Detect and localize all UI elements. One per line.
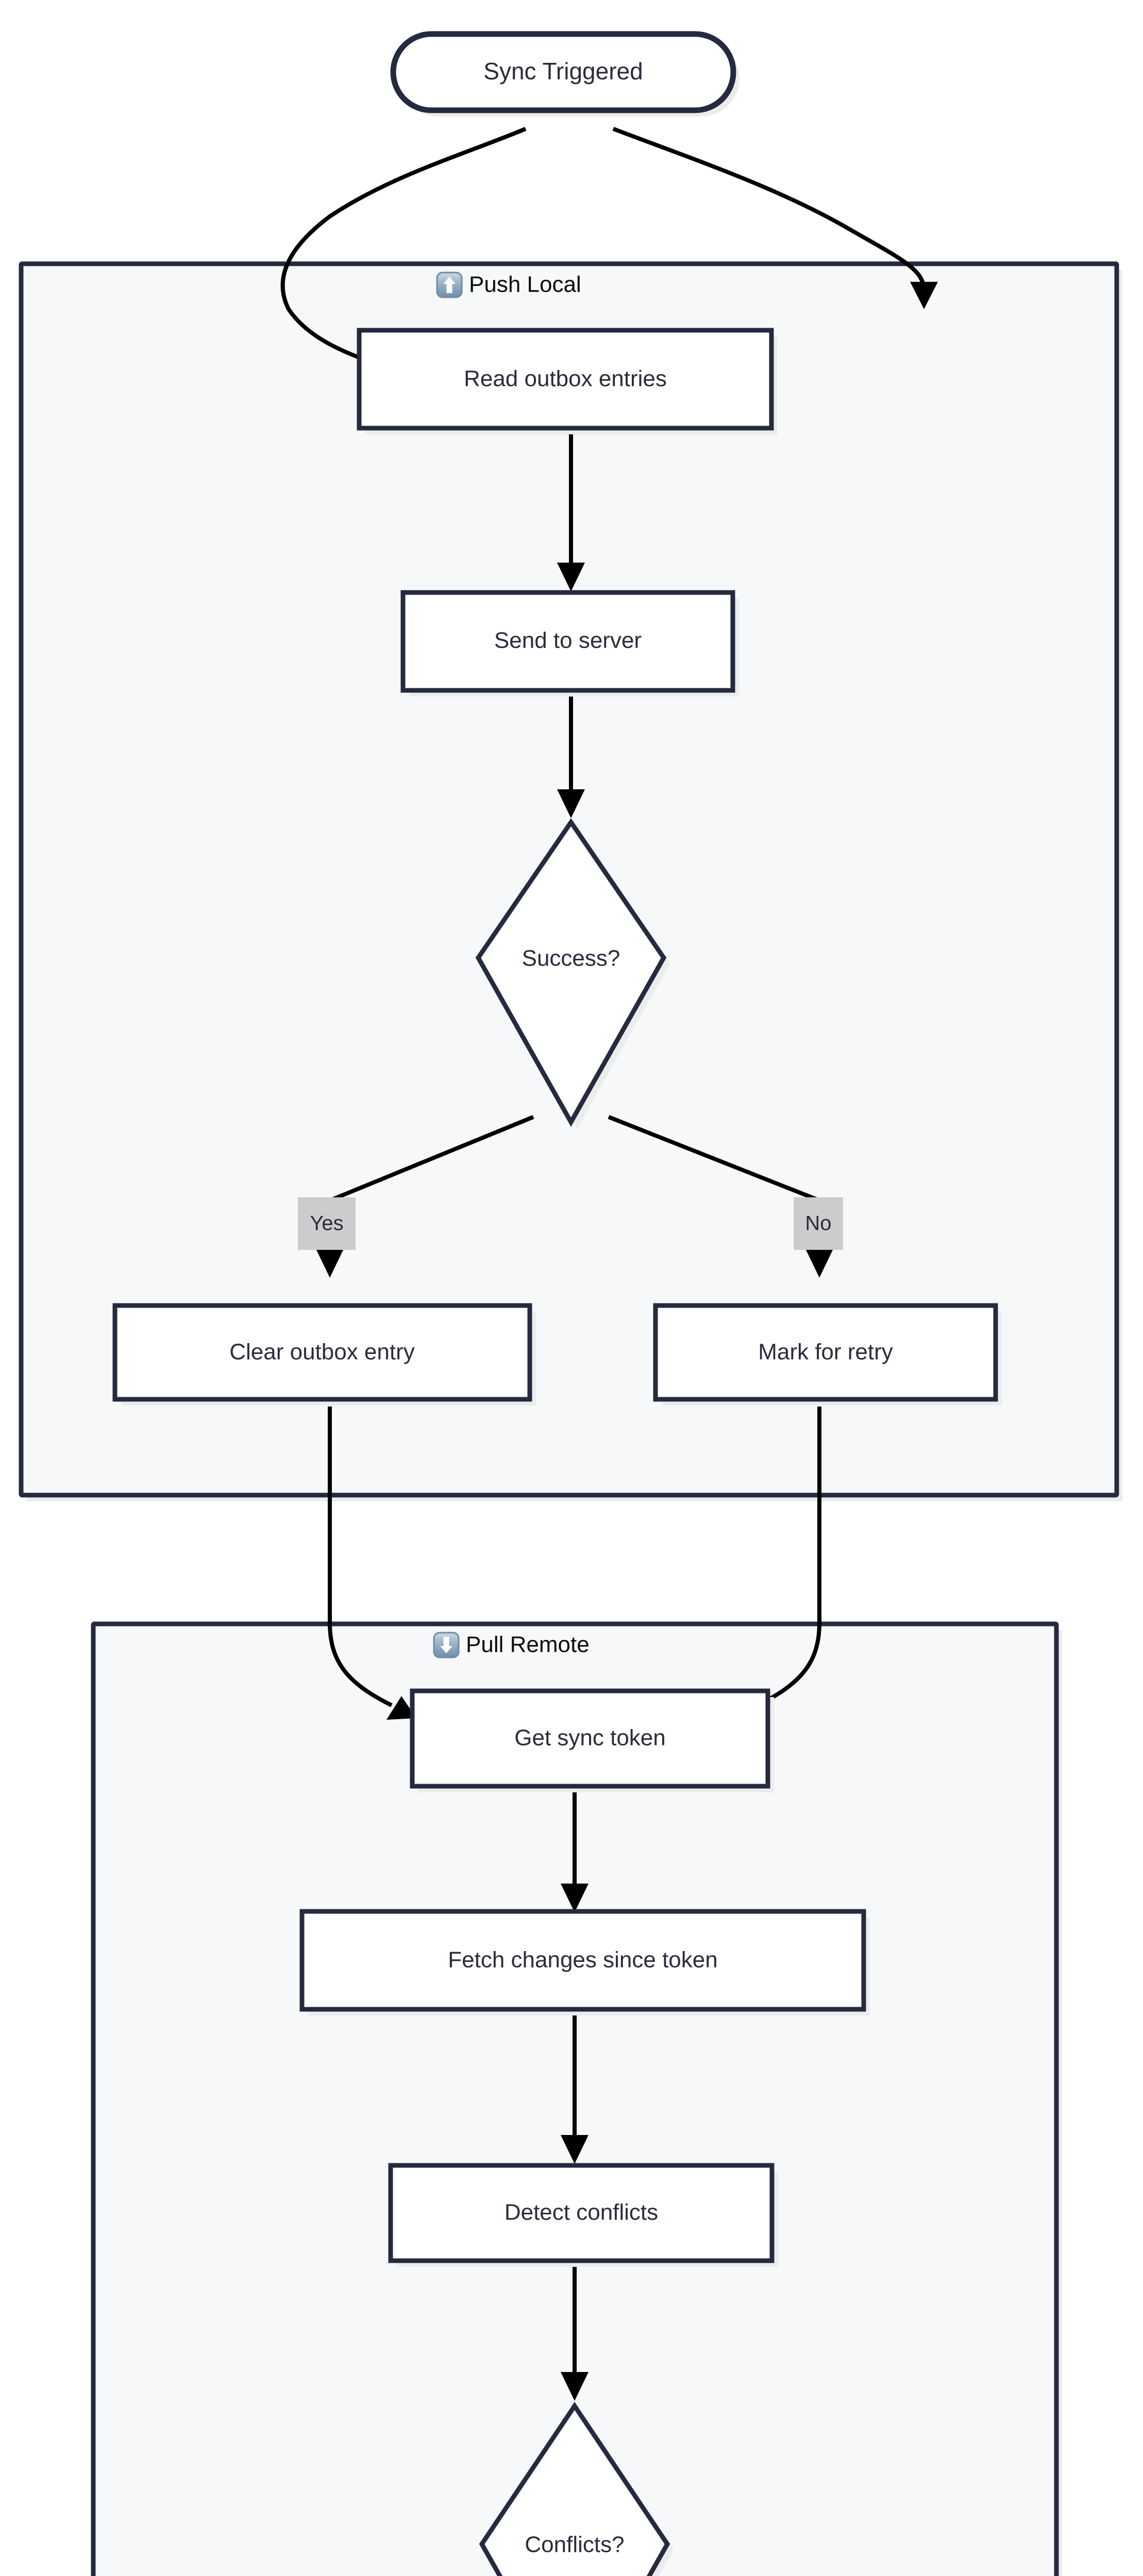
- node-fetch-changes[interactable]: Fetch changes since token: [299, 1909, 870, 2015]
- cluster-push-local-label: Push Local: [469, 272, 581, 297]
- node-send-server-label: Send to server: [494, 628, 642, 653]
- node-fetch-changes-shape: [299, 1909, 866, 2012]
- node-detect-conflicts-label: Detect conflicts: [505, 2200, 658, 2225]
- edge-label-success-yes-text: Yes: [310, 1212, 343, 1235]
- edge-read-outbox-to-send-server: [557, 433, 585, 591]
- node-read-outbox-shape: [357, 328, 774, 431]
- edge-label-success-yes-bg: [298, 1197, 356, 1250]
- down-arrow-button-icon: [433, 1632, 460, 1658]
- node-clear-outbox-label: Clear outbox entry: [229, 1340, 415, 1365]
- node-send-server-shape: [400, 590, 735, 693]
- node-success[interactable]: Success?: [475, 818, 670, 1128]
- edge-detect-conflicts-to-conflicts: [561, 2262, 589, 2401]
- node-fetch-changes-label: Fetch changes since token: [448, 1947, 717, 1973]
- edge-start-to-get-sync-token-right: [612, 127, 938, 309]
- edge-label-success-yes: Yes: [298, 1197, 356, 1250]
- edge-label-success-no: No: [794, 1197, 843, 1250]
- node-detect-conflicts-shape: [388, 2163, 775, 2263]
- node-get-token[interactable]: Get sync token: [410, 1688, 774, 1792]
- node-mark-retry-label: Mark for retry: [758, 1340, 893, 1365]
- node-conflicts-label: Conflicts?: [525, 2532, 624, 2557]
- node-send-server[interactable]: Send to server: [400, 590, 739, 697]
- node-success-label: Success?: [522, 946, 620, 971]
- node-read-outbox[interactable]: Read outbox entries: [357, 328, 778, 434]
- node-clear-outbox-shape: [112, 1303, 532, 1402]
- edge-fetch-changes-to-detect-conflicts: [561, 2009, 589, 2164]
- node-conflicts-shape: [479, 2401, 670, 2576]
- up-arrow-button-icon: [436, 272, 463, 298]
- node-mark-retry[interactable]: Mark for retry: [653, 1303, 1002, 1405]
- node-get-token-shape: [410, 1688, 770, 1789]
- node-read-outbox-label: Read outbox entries: [464, 366, 667, 392]
- node-detect-conflicts[interactable]: Detect conflicts: [388, 2163, 778, 2267]
- edge-label-success-no-text: No: [805, 1212, 831, 1235]
- node-success-shape: [475, 818, 667, 1127]
- node-mark-retry-shape: [653, 1303, 998, 1402]
- cluster-pull-remote-label: Pull Remote: [466, 1632, 590, 1657]
- node-conflicts[interactable]: Conflicts?: [479, 2401, 674, 2576]
- edge-send-server-to-success: [557, 680, 585, 818]
- node-start[interactable]: Sync Triggered: [390, 31, 739, 116]
- node-start-shape: [390, 31, 736, 113]
- node-clear-outbox[interactable]: Clear outbox entry: [112, 1303, 536, 1405]
- node-start-label: Sync Triggered: [483, 58, 643, 84]
- node-get-token-label: Get sync token: [514, 1725, 665, 1751]
- edge-label-success-no-bg: [794, 1197, 843, 1250]
- edge-clear-outbox-to-get-sync-token: [328, 1406, 416, 1720]
